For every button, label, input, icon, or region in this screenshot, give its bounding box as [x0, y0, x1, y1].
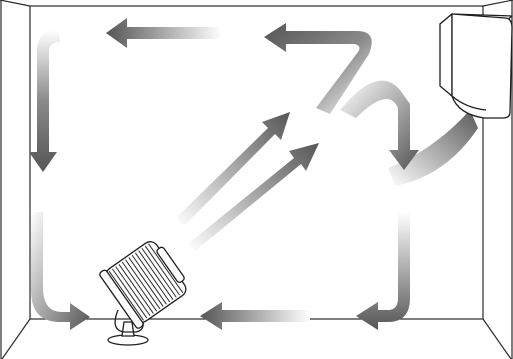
right-lower-arrow-left [356, 212, 410, 330]
air-conditioner-icon [439, 13, 513, 119]
diagonal-arrow-upper [176, 112, 290, 226]
fan-stand [121, 321, 135, 337]
right-curve-arrow-down [340, 80, 419, 170]
circulator-fan-icon [99, 241, 187, 346]
fan-rib [125, 259, 161, 310]
fan-rib [112, 268, 148, 319]
ac-vent-line [451, 95, 487, 111]
left-floor-edge [1, 318, 31, 359]
fan-rib [121, 261, 158, 312]
right-floor-edge [482, 318, 512, 359]
fan-rib [108, 270, 144, 321]
ceiling-arrow-right [264, 23, 372, 114]
right-ceiling-edge [482, 0, 513, 7]
fan-head [99, 241, 187, 329]
floor-arrow-left [200, 302, 310, 330]
fan-rib [141, 247, 177, 298]
ceiling-arrow-left [106, 18, 222, 48]
fan-rib [148, 243, 184, 294]
ac-front-face [451, 13, 513, 119]
diagonal-arrow-lower [188, 143, 319, 251]
fan-rib [128, 257, 164, 307]
fan-rib [115, 266, 151, 317]
fan-rib [118, 264, 154, 314]
left-ceiling-edge [0, 0, 31, 7]
left-wall-arrow-down [29, 30, 60, 172]
fan-ribs [108, 243, 184, 321]
fan-rib [131, 254, 167, 305]
fan-rim [99, 269, 144, 329]
fan-rib [144, 245, 180, 296]
ac-side-face [439, 13, 453, 97]
ac-discharge-stream [388, 110, 478, 186]
fan-rib [134, 252, 171, 303]
fan-rib [138, 250, 174, 300]
left-lower-arrow-to-fan [31, 212, 90, 330]
fan-rear-cap [156, 246, 185, 283]
